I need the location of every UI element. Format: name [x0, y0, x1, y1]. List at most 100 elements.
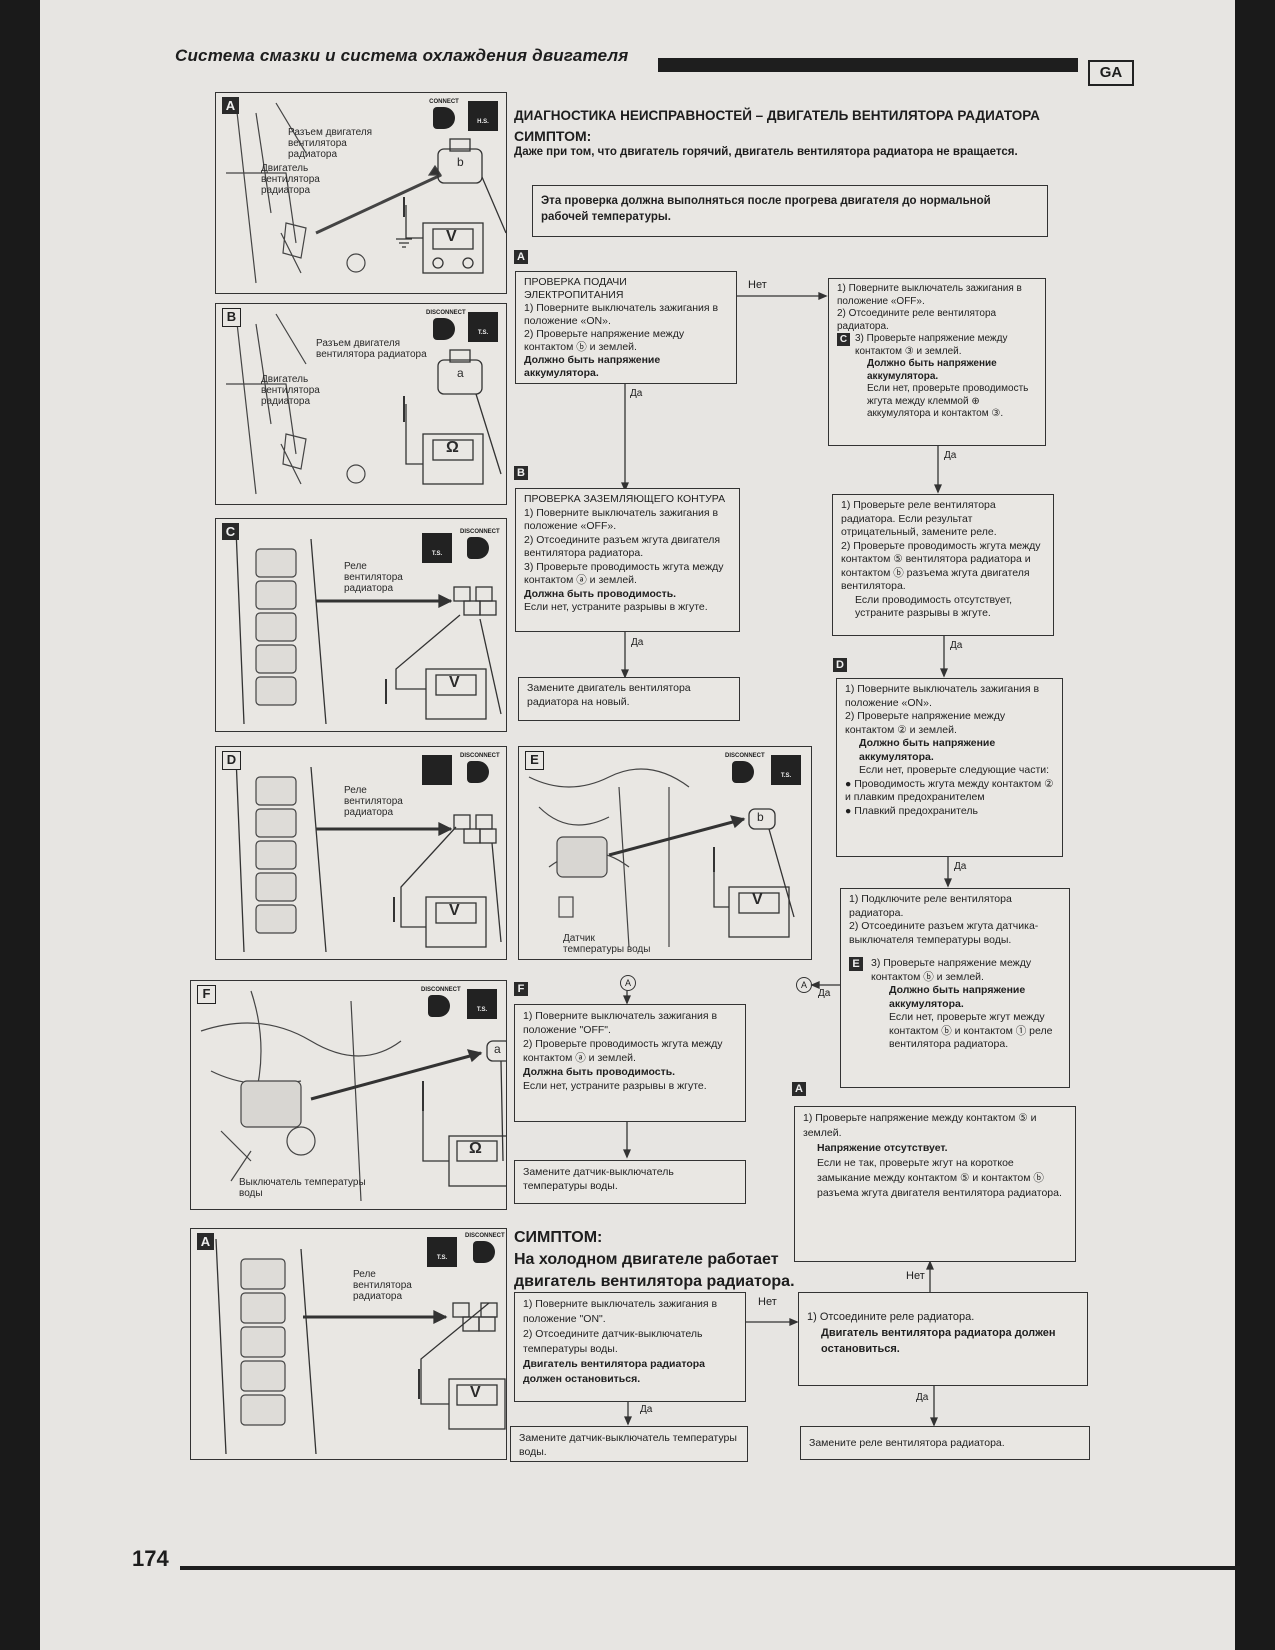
key-position-label: T.S. — [436, 1255, 448, 1261]
key-position-label: T.S. — [476, 1007, 488, 1013]
pin-letter: b — [757, 810, 764, 824]
else-text: Если не так, проверьте жгут на короткое … — [817, 1157, 1062, 1199]
panel-label: Разъем двигателя вентилятора радиатора — [316, 338, 427, 360]
step-2: 2) Проверьте проводимость жгута между ко… — [841, 539, 1041, 593]
flow-box-short-check: 1) Проверьте напряжение между контактом … — [794, 1106, 1076, 1262]
symptom2-text: На холодном двигателе работает двигатель… — [514, 1251, 795, 1290]
illustration-panel-c: C Реле вентилятора радиатора — [215, 518, 507, 732]
flow-box-relay-check: 1) Проверьте реле вентилятора радиатора.… — [832, 494, 1054, 636]
flow-box-sensor-connector: 1) Подключите реле вентилятора радиатора… — [840, 888, 1070, 1088]
expected-result: Должна быть проводимость. — [523, 1066, 676, 1078]
switch-test-drawing — [200, 990, 506, 1202]
key-position-icon: T.S. — [467, 989, 497, 1019]
flow-box-ground-check: ПРОВЕРКА ЗАЗЕМЛЯЮЩЕГО КОНТУРА 1) Поверни… — [515, 488, 740, 632]
panel-letter: E — [525, 751, 544, 770]
note-text: Эта проверка должна выполняться после пр… — [541, 195, 991, 223]
step-1: 1) Поверните выключатель зажигания в пол… — [523, 1298, 718, 1325]
pin-letter: b — [457, 155, 464, 169]
step-tag-c: C — [837, 333, 850, 346]
else-text: Если нет, проверьте жгут между контактом… — [889, 1011, 1053, 1050]
disconnect-status-icon: DISCONNECT — [460, 529, 500, 559]
illustration-panel-d: D Реле вентилятора радиатора — [215, 746, 507, 960]
branch-no: Нет — [906, 1270, 925, 1282]
step-1: 1) Проверьте реле вентилятора радиатора.… — [841, 499, 997, 538]
footer-rule — [180, 1566, 1240, 1570]
panel-label: Двигатель вентилятора радиатора — [261, 163, 320, 196]
header-bar — [658, 58, 1078, 72]
connector-status-label: DISCONNECT — [460, 753, 500, 759]
panel-label: Датчик температуры воды — [563, 933, 651, 955]
connector-status-label: DISCONNECT — [465, 1233, 505, 1239]
step-1: 1) Подключите реле вентилятора радиатора… — [849, 893, 1012, 919]
illustration-panel-e: E Датчик температуры воды V b DISCONNECT — [518, 746, 812, 960]
connector-status-label: DISCONNECT — [426, 310, 466, 316]
expected-result: Должно быть напряжение аккумулятора. — [889, 984, 1026, 1010]
else-text: Если проводимость отсутствует, устраните… — [855, 593, 1013, 620]
step-2: 2) Отсоедините датчик-выключатель темпер… — [523, 1328, 703, 1355]
step-2: 2) Проверьте напряжение между контактом … — [524, 328, 685, 353]
branch-no: Нет — [758, 1296, 777, 1308]
else-text: Если нет, проверьте следующие части: — [859, 764, 1050, 776]
flow-box-power-check: ПРОВЕРКА ПОДАЧИ ЭЛЕКТРОПИТАНИЯ 1) Поверн… — [515, 271, 737, 384]
disconnect-status-icon: DISCONNECT — [426, 310, 466, 340]
step-tag-d: D — [833, 658, 847, 672]
key-position-icon — [422, 755, 452, 785]
key-position-icon: T.S. — [422, 533, 452, 563]
relay-test-drawing — [235, 756, 502, 953]
branch-yes: Да — [954, 861, 967, 872]
step-2: 2) Отсоедините разъем жгута датчика-выкл… — [849, 920, 1039, 946]
connect-status-icon: CONNECT — [426, 99, 462, 129]
meter-symbol: V — [470, 1384, 481, 1401]
connector-test-drawing — [226, 102, 506, 284]
action-text: Замените двигатель вентилятора радиатора… — [527, 682, 691, 708]
key-position-icon: T.S. — [427, 1237, 457, 1267]
panel-letter: F — [197, 985, 216, 1004]
key-position-icon: H.S. — [468, 101, 498, 131]
illustration-panel-b: B Разъем двигателя вентилятора радиатора… — [215, 303, 507, 505]
panel-letter: C — [222, 523, 239, 540]
branch-yes: Да — [950, 640, 963, 651]
key-position-label: T.S. — [431, 551, 443, 557]
disconnect-status-icon: DISCONNECT — [725, 753, 765, 783]
expected-result: Должно быть напряжение аккумулятора. — [867, 358, 997, 382]
step-1: 1) Поверните выключатель зажигания в пол… — [845, 683, 1040, 709]
step-1: 1) Проверьте напряжение между контактом … — [803, 1112, 1037, 1139]
box-title: ПРОВЕРКА ЗАЗЕМЛЯЮЩЕГО КОНТУРА — [524, 493, 726, 505]
else-text: Если нет, устраните разрывы в жгуте. — [524, 601, 708, 613]
meter-symbol: Ω — [469, 1140, 482, 1157]
relay-test-drawing — [235, 528, 502, 725]
meter-symbol: V — [446, 228, 457, 245]
flow-box-switch-ground: 1) Поверните выключатель зажигания в пол… — [514, 1004, 746, 1122]
flow-box-fuse-check: 1) Поверните выключатель зажигания в пол… — [836, 678, 1063, 857]
step-tag-e: E — [849, 957, 863, 971]
panel-label: Выключатель температуры воды — [239, 1177, 366, 1199]
page-number: 174 — [132, 1546, 169, 1571]
symptom2-block: СИМПТОМ: На холодном двигателе работает … — [514, 1227, 804, 1293]
step-2: 2) Проверьте напряжение между контактом … — [845, 710, 1006, 736]
flow-box-replace-sensor: Замените датчик-выключатель температуры … — [514, 1160, 746, 1204]
disconnect-status-icon: DISCONNECT — [465, 1233, 505, 1263]
connector-status-label: CONNECT — [429, 99, 459, 105]
meter-symbol: Ω — [446, 439, 459, 456]
flow-box-relay-supply: 1) Поверните выключатель зажигания в пол… — [828, 278, 1046, 446]
step-1: 1) Поверните выключатель зажигания в пол… — [524, 506, 719, 533]
expected-result: Напряжение отсутствует. — [817, 1142, 948, 1154]
action-text: Замените датчик-выключатель температуры … — [519, 1432, 737, 1458]
sensor-test-drawing — [528, 768, 795, 948]
meter-symbol: V — [449, 674, 460, 691]
pin-letter: a — [457, 366, 464, 380]
else-text: Если нет, устраните разрывы в жгуте. — [523, 1080, 707, 1092]
action-text: Замените датчик-выключатель температуры … — [523, 1166, 674, 1192]
pin-letter: a — [494, 1042, 501, 1056]
panel-label: Разъем двигателя вентилятора радиатора — [288, 127, 373, 160]
connector-test-drawing — [226, 313, 502, 495]
step-3: 3) Проверьте напряжение между контактом … — [871, 957, 1032, 983]
connector-a-marker: A — [620, 975, 636, 991]
illustration-panel-a-bottom: A Реле вентилятора радиатора V — [190, 1228, 507, 1460]
key-position-icon: T.S. — [771, 755, 801, 785]
key-position-label: H.S. — [477, 119, 489, 125]
panel-label: Реле вентилятора радиатора — [353, 1269, 412, 1302]
branch-yes: Да — [640, 1404, 653, 1415]
symptom-text: Даже при том, что двигатель горячий, дви… — [514, 146, 1018, 158]
symptom2-label: СИМПТОМ: — [514, 1229, 603, 1246]
